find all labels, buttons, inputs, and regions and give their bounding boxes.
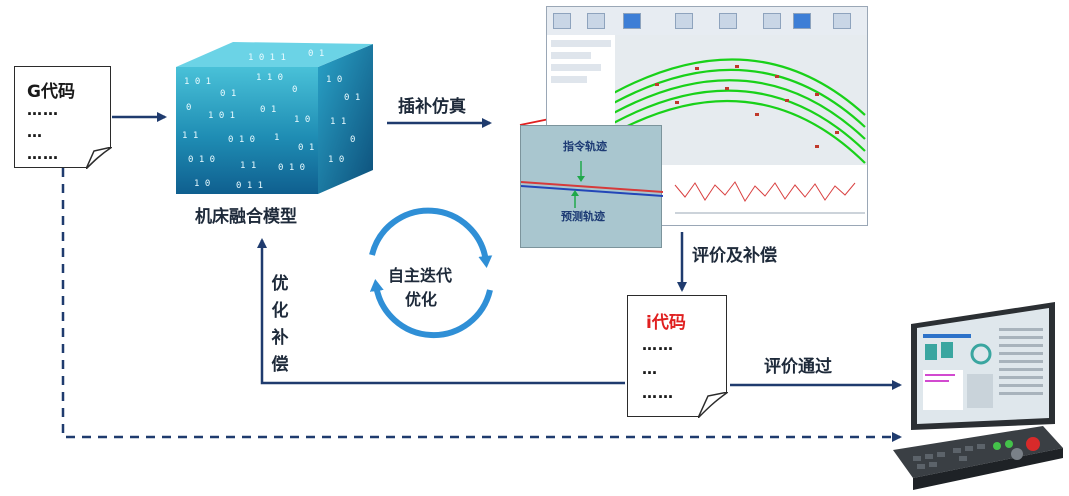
svg-text:1 1: 1 1 <box>240 161 256 171</box>
ribbon-button[interactable] <box>793 13 811 29</box>
feedback-char: 优 <box>271 274 289 294</box>
svg-text:0 1 1: 0 1 1 <box>236 181 263 191</box>
g-code-document: G代码 …… … …… <box>14 66 112 169</box>
svg-text:0 1: 0 1 <box>260 105 276 115</box>
feedback-label: 优 化 补 偿 <box>270 271 290 379</box>
loop-label-line1: 自主迭代 <box>388 266 453 285</box>
svg-text:0 1 0: 0 1 0 <box>188 155 215 165</box>
feedback-char: 补 <box>271 328 289 348</box>
svg-text:0 1: 0 1 <box>308 49 324 59</box>
i-code-line: …… <box>642 336 674 354</box>
model-label: 机床融合模型 <box>195 207 297 227</box>
i-code-line: …… <box>642 384 674 402</box>
svg-text:1 1: 1 1 <box>182 131 198 141</box>
svg-text:1 0: 1 0 <box>326 75 342 85</box>
svg-text:0 1: 0 1 <box>220 89 236 99</box>
ribbon-button[interactable] <box>623 13 641 29</box>
svg-text:0 1 0: 0 1 0 <box>278 163 305 173</box>
cycle-arrow-top <box>369 207 493 268</box>
svg-text:0: 0 <box>350 135 355 145</box>
svg-text:1 0 1: 1 0 1 <box>208 111 235 121</box>
svg-text:1 0: 1 0 <box>194 179 210 189</box>
feedback-char: 化 <box>271 301 289 321</box>
evaluation-compensation-label: 评价及补偿 <box>692 246 777 266</box>
i-code-title: i代码 <box>646 313 686 333</box>
g-code-title: G代码 <box>27 82 75 102</box>
ribbon-button[interactable] <box>553 13 571 29</box>
cnc-machine-panel-icon <box>893 302 1063 490</box>
svg-text:1: 1 <box>274 133 279 143</box>
svg-text:0 1: 0 1 <box>298 143 314 153</box>
zoom-inset: 指令轨迹 预测轨迹 <box>520 125 663 248</box>
page-curl-icon <box>86 147 112 169</box>
loop-label-line2: 优化 <box>405 290 438 309</box>
svg-text:0: 0 <box>186 103 191 113</box>
zoom-paths <box>521 161 663 208</box>
arrow-feedback-to-model <box>257 238 625 385</box>
cycle-arrow-bottom <box>369 279 493 339</box>
svg-text:0: 0 <box>292 85 297 95</box>
ribbon-toolbar <box>547 7 867 36</box>
page-curl-icon <box>698 392 728 418</box>
g-code-line: …… <box>27 101 59 119</box>
feedback-char: 偿 <box>271 355 289 375</box>
predicted-path-label: 预测轨迹 <box>561 210 605 223</box>
g-code-line: … <box>27 123 43 141</box>
pass-label: 评价通过 <box>764 357 832 377</box>
svg-text:0 1: 0 1 <box>344 93 360 103</box>
ribbon-button[interactable] <box>587 13 605 29</box>
svg-text:1 1: 1 1 <box>330 117 346 127</box>
ribbon-button[interactable] <box>719 13 737 29</box>
i-code-line: … <box>642 360 658 378</box>
i-code-document: i代码 …… … …… <box>627 295 728 418</box>
command-path-label: 指令轨迹 <box>563 140 607 153</box>
svg-text:1 0: 1 0 <box>294 115 310 125</box>
svg-text:1 0 1: 1 0 1 <box>184 77 211 87</box>
ribbon-button[interactable] <box>763 13 781 29</box>
g-code-line: …… <box>27 145 59 163</box>
simulation-label: 插补仿真 <box>398 97 466 117</box>
ribbon-button[interactable] <box>675 13 693 29</box>
svg-text:1 0 1 1: 1 0 1 1 <box>248 53 286 63</box>
svg-text:1 1 0: 1 1 0 <box>256 73 283 83</box>
svg-text:1 0: 1 0 <box>328 155 344 165</box>
ribbon-button[interactable] <box>833 13 851 29</box>
svg-text:0 1 0: 0 1 0 <box>228 135 255 145</box>
